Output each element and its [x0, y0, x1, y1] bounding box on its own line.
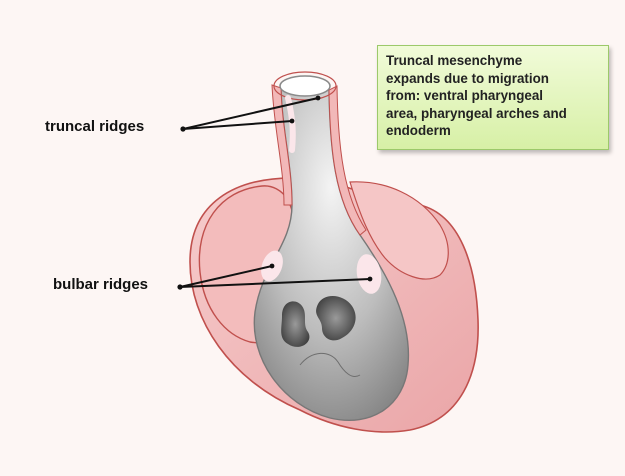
truncus-opening: [280, 76, 330, 96]
bulbar-leader-dot: [177, 284, 182, 289]
annotation-note: Truncal mesenchyme expands due to migrat…: [377, 45, 609, 150]
truncal-leader-dot: [180, 126, 185, 131]
truncal-ridges-label: truncal ridges: [45, 118, 144, 135]
note-line: Truncal mesenchyme: [386, 52, 600, 70]
bulbar-ridges-label: bulbar ridges: [53, 276, 148, 293]
note-line: endoderm: [386, 122, 600, 140]
note-line: from: ventral pharyngeal: [386, 87, 600, 105]
note-line: expands due to migration: [386, 70, 600, 88]
note-line: area, pharyngeal arches and: [386, 105, 600, 123]
